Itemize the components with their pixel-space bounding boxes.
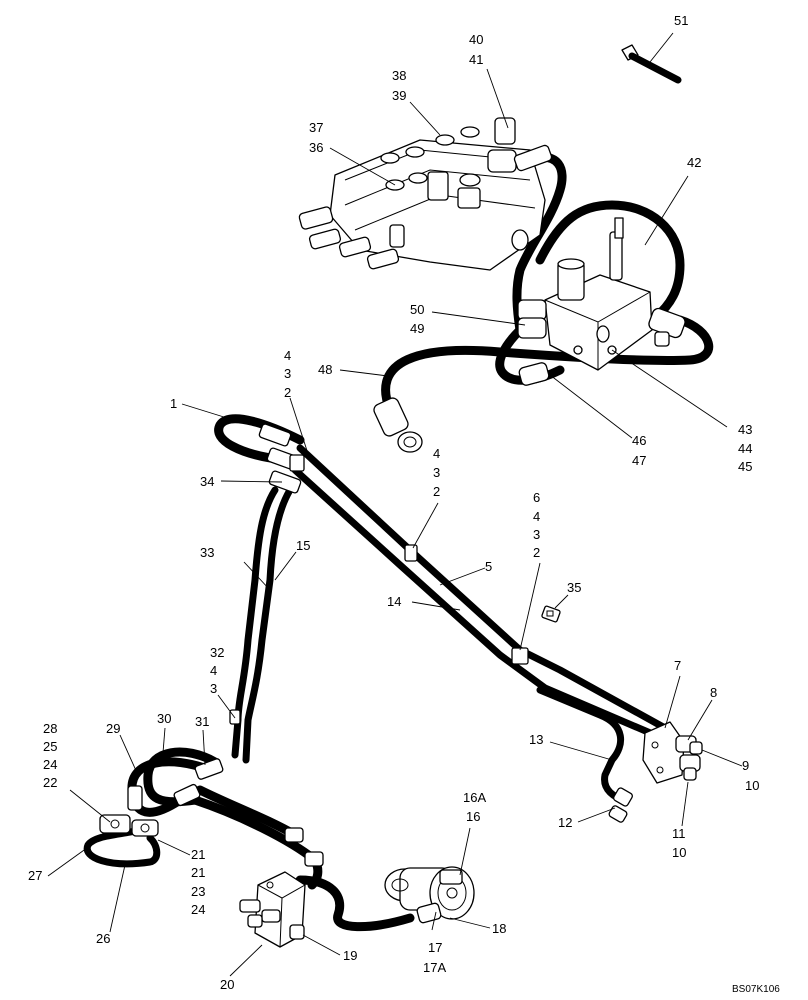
label-33: 33 (200, 545, 214, 560)
swivel-fitting-48 (373, 397, 423, 453)
label-10-lower: 10 (672, 845, 686, 860)
fitting-hose-right-a (284, 827, 304, 843)
control-valve (298, 117, 553, 271)
label-23: 23 (191, 884, 205, 899)
label-47: 47 (632, 453, 646, 468)
valve-20 (239, 871, 306, 948)
label-21-a: 21 (191, 847, 205, 862)
fitting-30 (173, 783, 201, 807)
label-13: 13 (529, 732, 543, 747)
bolt-51 (621, 44, 682, 84)
label-12: 12 (558, 815, 572, 830)
manifold-block (517, 217, 686, 386)
label-18: 18 (492, 921, 506, 936)
label-37: 37 (309, 120, 323, 135)
label-3-top: 3 (284, 366, 291, 381)
hose-1-fittings (258, 423, 305, 494)
label-8: 8 (710, 685, 717, 700)
label-51: 51 (674, 13, 688, 28)
label-45: 45 (738, 459, 752, 474)
label-24-upper: 24 (43, 757, 57, 772)
label-41: 41 (469, 52, 483, 67)
label-4-left: 4 (210, 663, 217, 678)
components (99, 44, 703, 948)
label-20: 20 (220, 977, 234, 992)
label-6: 6 (533, 490, 540, 505)
label-30: 30 (157, 711, 171, 726)
label-1: 1 (170, 396, 177, 411)
label-38: 38 (392, 68, 406, 83)
label-4-right: 4 (533, 509, 540, 524)
label-21-b: 21 (191, 865, 205, 880)
label-34: 34 (200, 474, 214, 489)
drawing-code: BS07K106 (732, 984, 780, 995)
label-14: 14 (387, 594, 401, 609)
fitting-hose-right-b (304, 851, 324, 867)
label-50: 50 (410, 302, 424, 317)
label-26: 26 (96, 931, 110, 946)
bulkhead-bracket (642, 721, 703, 784)
label-5: 5 (485, 559, 492, 574)
fitting-12 (613, 787, 633, 807)
label-17A: 17A (423, 960, 446, 975)
hydraulic-motor (384, 866, 475, 924)
label-29: 29 (106, 721, 120, 736)
clamp-3 (229, 709, 241, 725)
label-49: 49 (410, 321, 424, 336)
label-22: 22 (43, 775, 57, 790)
label-3-right: 3 (533, 527, 540, 542)
hose-30 (143, 747, 323, 890)
tube-33 (231, 486, 279, 759)
label-2-right: 2 (533, 545, 540, 560)
callout-labels: 51 40 41 38 39 37 36 42 50 49 48 4 3 2 1… (28, 13, 759, 992)
label-40: 40 (469, 32, 483, 47)
label-3-left: 3 (210, 681, 217, 696)
label-19: 19 (343, 948, 357, 963)
label-46: 46 (632, 433, 646, 448)
label-10-right: 10 (745, 778, 759, 793)
fitting-12b (608, 805, 628, 823)
label-4-top: 4 (284, 348, 291, 363)
label-35: 35 (567, 580, 581, 595)
label-3-mid: 3 (433, 465, 440, 480)
tube-5 (296, 444, 669, 732)
clamp-2-lower (511, 647, 529, 665)
label-43: 43 (738, 422, 752, 437)
label-39: 39 (392, 88, 406, 103)
label-7: 7 (674, 658, 681, 673)
label-2-mid: 2 (433, 484, 440, 499)
label-32: 32 (210, 645, 224, 660)
connector-35 (541, 605, 561, 623)
label-16: 16 (466, 809, 480, 824)
label-17: 17 (428, 940, 442, 955)
label-24-lower: 24 (191, 902, 205, 917)
label-36: 36 (309, 140, 323, 155)
fitting-29 (127, 785, 143, 811)
label-4-mid: 4 (433, 446, 440, 461)
label-28: 28 (43, 721, 57, 736)
label-31: 31 (195, 714, 209, 729)
label-2-top: 2 (284, 385, 291, 400)
fitting-31 (194, 758, 224, 780)
label-48: 48 (318, 362, 332, 377)
label-25: 25 (43, 739, 57, 754)
label-44: 44 (738, 441, 752, 456)
label-16A: 16A (463, 790, 486, 805)
label-42: 42 (687, 155, 701, 170)
label-15: 15 (296, 538, 310, 553)
label-27: 27 (28, 868, 42, 883)
leader-lines (47, 32, 743, 977)
clamp-2-upper (404, 544, 418, 562)
label-9: 9 (742, 758, 749, 773)
label-11: 11 (672, 826, 686, 841)
